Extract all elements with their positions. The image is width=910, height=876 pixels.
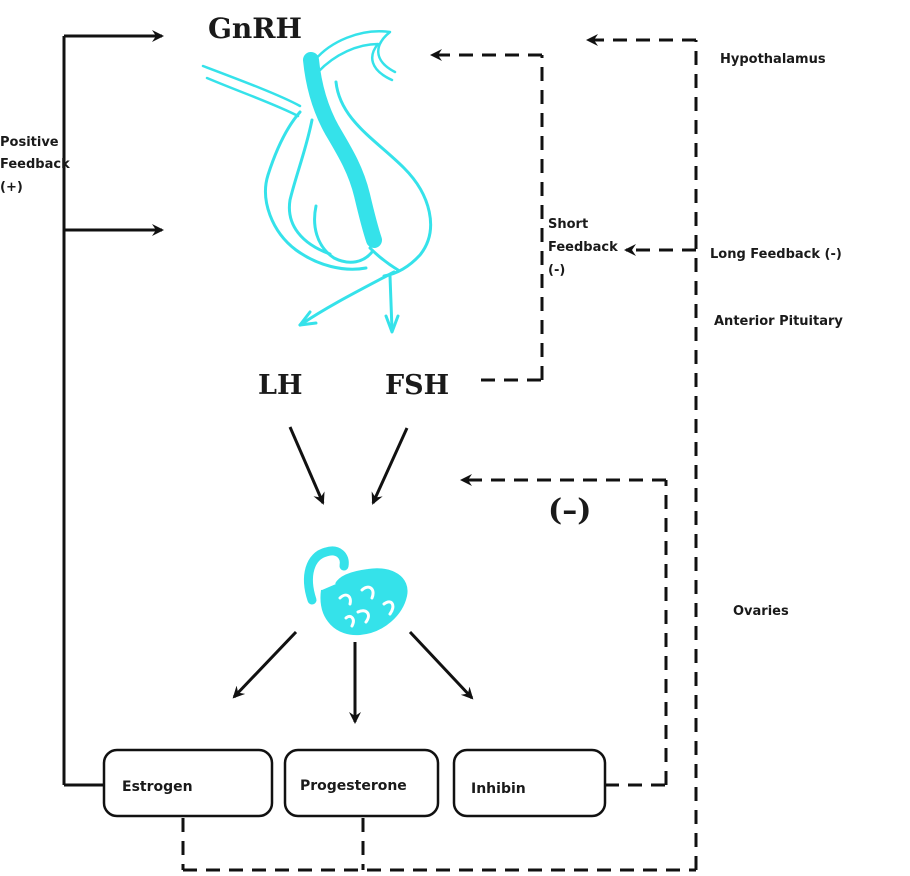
- gnrh-label: GnRH: [208, 12, 302, 45]
- short-feedback-label-line3: (-): [548, 263, 565, 278]
- progesterone-label: Progesterone: [300, 778, 407, 794]
- progesterone-box: Progesterone: [283, 748, 440, 818]
- short-feedback-label-line2: Feedback: [548, 240, 618, 255]
- inhibin-negative-label: (–): [548, 493, 591, 528]
- positive-feedback-label-line2: Feedback: [0, 157, 70, 172]
- lh-label: LH: [258, 370, 303, 401]
- hormone-arrows: [232, 426, 474, 724]
- ovary-illustration: [304, 546, 408, 636]
- short-feedback-path: [430, 49, 544, 382]
- hypothalamus-label: Hypothalamus: [720, 52, 826, 67]
- ovaries-label: Ovaries: [733, 604, 789, 619]
- inhibin-feedback-path: [460, 474, 668, 787]
- anterior-pituitary-label: Anterior Pituitary: [714, 314, 843, 329]
- positive-feedback-path: [62, 30, 164, 787]
- positive-feedback-label: Positive: [0, 135, 59, 150]
- long-feedback-path: [181, 34, 698, 872]
- inhibin-label: Inhibin: [471, 781, 526, 797]
- estrogen-box: Estrogen: [102, 748, 274, 818]
- positive-feedback-label-line3: (+): [0, 180, 23, 195]
- fsh-label: FSH: [385, 370, 449, 401]
- pituitary-illustration: [201, 30, 433, 334]
- estrogen-label: Estrogen: [122, 779, 193, 795]
- long-feedback-label: Long Feedback (-): [710, 247, 842, 262]
- inhibin-box: Inhibin: [452, 748, 607, 818]
- short-feedback-label: Short: [548, 217, 588, 232]
